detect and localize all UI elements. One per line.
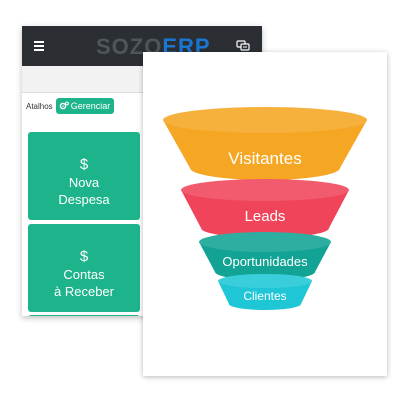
shortcut-label-line1: Contas: [63, 267, 105, 282]
funnel-stage-leads-top: [181, 179, 349, 201]
funnel-stage-oportunidades-top: [199, 232, 331, 252]
shortcuts-row: Atalhos Gerenciar: [26, 96, 115, 116]
shortcut-contas-a-receber[interactable]: $ Contas à Receber: [28, 224, 140, 312]
funnel-label-leads: Leads: [244, 208, 286, 225]
funnel-stage-clientes-top: [218, 274, 312, 288]
sales-funnel-card: Visitantes Leads Oportunidades Clientes: [143, 52, 387, 376]
app-header: SOZOERP: [22, 26, 262, 66]
funnel-graphic: [163, 107, 367, 310]
funnel-label-oportunidades: Oportunidades: [222, 254, 308, 269]
manage-shortcuts-button[interactable]: Gerenciar: [55, 98, 115, 114]
dollar-icon: $: [79, 248, 89, 265]
hamburger-menu-icon[interactable]: [34, 41, 44, 51]
manage-shortcuts-label: Gerenciar: [70, 101, 111, 111]
chat-icon[interactable]: [236, 40, 250, 52]
shortcut-partial[interactable]: [28, 315, 140, 316]
shortcut-label-line1: Nova: [68, 175, 100, 190]
funnel-stage-visitantes-top: [163, 107, 367, 133]
funnel-stage-clientes: [218, 281, 312, 310]
funnel-stage-visitantes: [163, 120, 367, 180]
cogs-icon: [59, 101, 69, 110]
funnel-label-visitantes: Visitantes: [228, 149, 302, 168]
funnel-stage-oportunidades: [199, 242, 331, 280]
shortcuts-label: Atalhos: [26, 101, 53, 111]
dollar-icon: $: [79, 156, 89, 173]
funnel-label-clientes: Clientes: [243, 289, 287, 303]
funnel-stage-leads: [181, 190, 349, 238]
shortcut-nova-despesa[interactable]: $ Nova Despesa: [28, 132, 140, 220]
shortcut-label-line2: Despesa: [58, 192, 110, 207]
shortcut-label-line2: à Receber: [54, 284, 114, 299]
